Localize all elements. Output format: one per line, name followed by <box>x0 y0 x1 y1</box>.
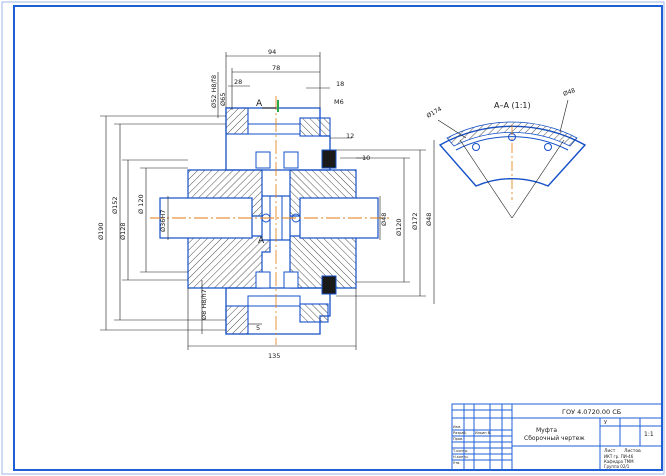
tb-row-2: Пров. <box>453 437 463 441</box>
dim-right-mid: Ø120 <box>395 218 403 236</box>
dim-note-12: 12 <box>346 132 354 140</box>
tb-org-1: ИКТ гр. ПИ-46 <box>604 454 634 459</box>
sleeve-top-ring <box>225 107 249 135</box>
tb-org-3: Группа 02/1 <box>604 464 630 469</box>
coupling-main-view: А А <box>150 96 390 345</box>
dim-note-10: 10 <box>362 154 370 162</box>
dim-overall-top: 94 <box>268 48 276 56</box>
sleeve-teeth-bottom <box>247 295 301 307</box>
dim-right-outermost: Ø48 <box>425 213 433 226</box>
tooth-pin-top-left <box>255 151 271 169</box>
tb-lit: У <box>604 420 607 426</box>
sleeve-teeth-top <box>247 123 301 135</box>
dim-vertical-left-bore: Ø128 <box>119 222 127 240</box>
section-title: А–А (1:1) <box>494 101 531 110</box>
dimension-labels: 94 78 28 18 M6 12 10 135 5 Ø190 Ø152 Ø 1… <box>97 48 433 360</box>
title-block-text: ГОУ 4.0720.00 СБ Муфта Сборочный чертеж … <box>452 408 654 469</box>
section-leader-left <box>437 119 467 139</box>
dim-vertical-left-outer: Ø190 <box>97 222 105 240</box>
drawing-name-2: Сборочный чертеж <box>524 435 585 442</box>
dim-inner-top: 78 <box>272 64 280 72</box>
dim-small-right: 18 <box>336 80 344 88</box>
section-hole-1 <box>472 143 480 151</box>
dim-bottom-overall: 135 <box>268 352 280 360</box>
dim-m6: M6 <box>334 98 344 106</box>
tb-sheet: Лист <box>604 448 616 454</box>
section-hole-3 <box>544 143 552 151</box>
tb-scale: 1:1 <box>644 431 654 438</box>
tb-sheets: Листов <box>624 448 641 454</box>
sheet-frame <box>13 5 663 471</box>
tb-row-4: Н.контр. <box>453 455 469 459</box>
tooth-pin-bottom-right <box>283 271 299 289</box>
seal-bottom <box>321 275 337 295</box>
dim-vertical-left-inner: Ø 120 <box>137 194 145 214</box>
dimensions <box>100 52 435 350</box>
section-radial-1 <box>459 139 513 219</box>
section-view-a-a: А–А (1:1) Ø174 Ø48 <box>426 87 587 219</box>
tb-org-2: Кафедра ТММ <box>604 459 634 464</box>
section-label-top: А <box>256 99 263 109</box>
dim-left-top-label: Ø52 H8/f8 <box>210 75 218 108</box>
drawing-name-1: Муфта <box>536 427 557 434</box>
section-leader-right <box>559 99 569 133</box>
tb-developer: Ильин В. <box>475 431 491 435</box>
section-radial-2 <box>511 139 565 219</box>
seal-top <box>321 149 337 169</box>
dim-hub-bore: Ø36H7 <box>159 210 167 232</box>
dim-small-left: 28 <box>234 78 242 86</box>
tb-row-0: Изм. <box>453 425 461 429</box>
doc-code: ГОУ 4.0720.00 СБ <box>562 408 621 416</box>
section-label-bottom: А <box>258 236 265 246</box>
sleeve-bottom-ring-right <box>299 303 329 323</box>
title-block <box>451 403 663 471</box>
dim-right-shaft: Ø48 <box>380 213 388 226</box>
tb-row-3: Т.контр. <box>452 449 468 453</box>
tooth-pin-top-right <box>283 151 299 169</box>
section-callout-left: Ø174 <box>426 105 444 119</box>
section-ring-hatch <box>446 121 578 147</box>
dim-left-bottom-label: Ø8 H8/h7 <box>200 289 208 320</box>
dim-bottom-small: 5 <box>256 324 260 332</box>
sleeve-top-ring-right <box>299 117 331 137</box>
sleeve-bottom-ring <box>225 305 249 335</box>
dim-right-outer: Ø172 <box>411 212 419 230</box>
tb-row-5: Утв. <box>453 461 460 465</box>
dim-vertical-left-mid: Ø152 <box>111 196 119 214</box>
tb-row-1: Разраб. <box>453 431 467 435</box>
dim-left-mid-label: Ø65 <box>219 93 227 106</box>
section-callout-right: Ø48 <box>562 87 576 98</box>
tooth-pin-bottom-left <box>255 271 271 289</box>
section-inner-arc <box>455 136 569 151</box>
